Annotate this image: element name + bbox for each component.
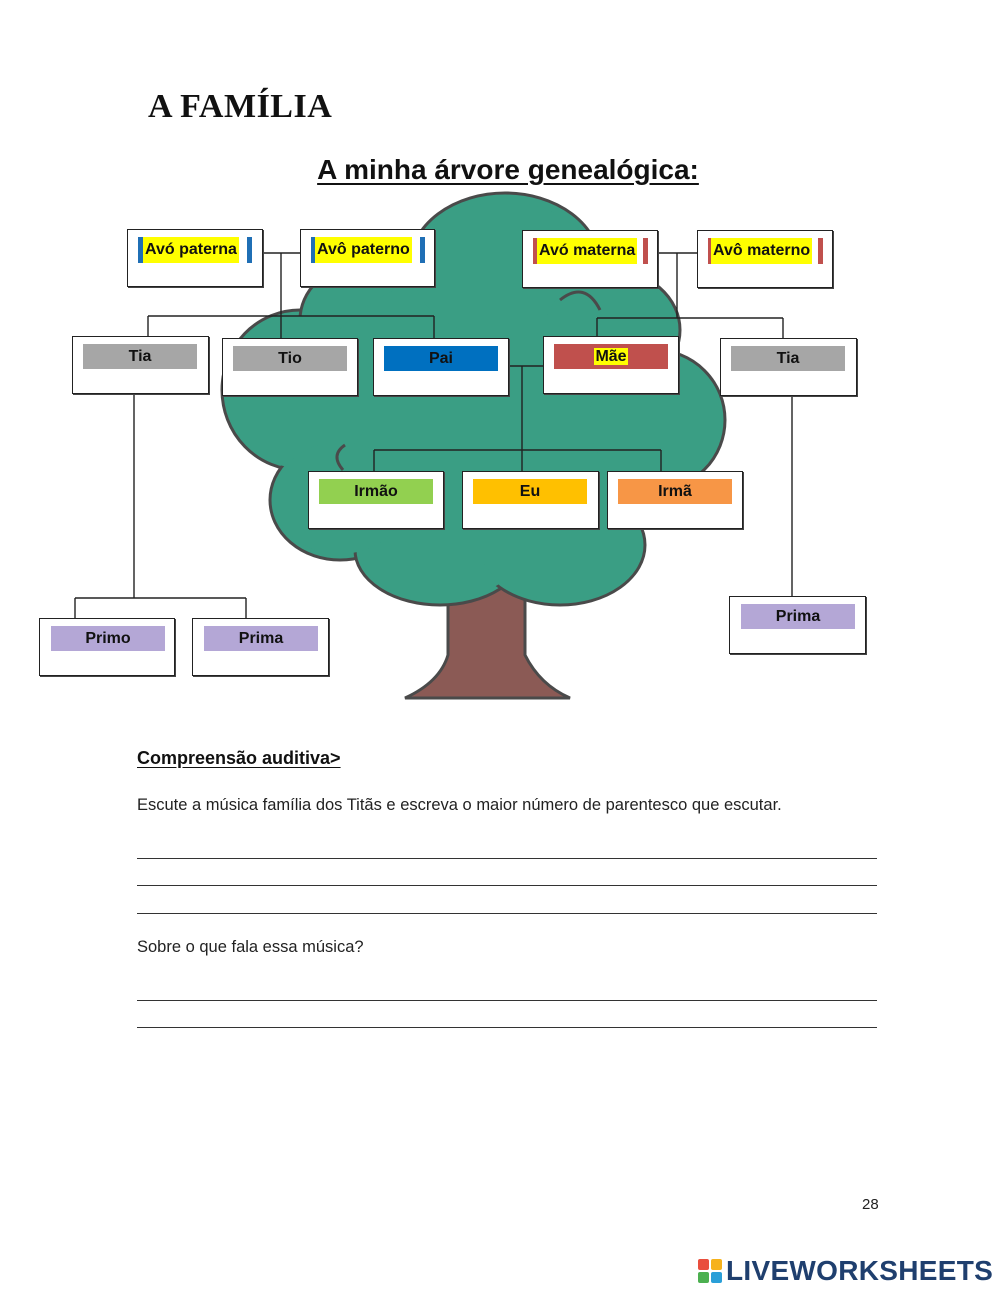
answer-line[interactable] xyxy=(137,858,877,859)
relative-label: Prima xyxy=(741,604,855,629)
grandparent-box-avo-paterna: Avó paterna xyxy=(127,229,263,287)
liveworksheets-logo: LIVEWORKSHEETS xyxy=(698,1255,994,1286)
relative-label: Eu xyxy=(473,479,587,504)
answer-line[interactable] xyxy=(137,885,877,886)
relative-label: Primo xyxy=(51,626,165,651)
tree-trunk xyxy=(404,583,571,700)
relative-label: Mãe xyxy=(594,348,628,365)
section-heading: Compreensão auditiva> xyxy=(137,748,341,768)
grandparent-box-avo-materna: Avó materna xyxy=(522,230,658,288)
family-tree-subtitle: A minha árvore genealógica: xyxy=(317,154,699,185)
grandparent-bar xyxy=(533,238,538,264)
relative-box-pai: Pai xyxy=(373,338,509,396)
tree-connectors xyxy=(74,252,793,618)
answer-line[interactable] xyxy=(137,913,877,914)
relative-label: Irmã xyxy=(618,479,732,504)
answer-line[interactable] xyxy=(137,1027,877,1028)
grandparent-bar xyxy=(818,238,823,264)
relative-label: Pai xyxy=(384,346,498,371)
relative-box-tia-right: Tia xyxy=(720,338,857,396)
logo-cell xyxy=(711,1272,722,1283)
grandparent-label: Avô materno xyxy=(711,238,813,264)
grandparent-bar xyxy=(708,238,713,264)
tree-curls xyxy=(335,290,602,471)
relative-label: Tia xyxy=(83,344,197,369)
grandparent-box-avo-paterno: Avô paterno xyxy=(300,229,435,287)
relative-box-mae: Mãe xyxy=(543,336,679,394)
logo-cell xyxy=(711,1259,722,1270)
grandparent-label: Avô paterno xyxy=(315,237,412,263)
grandparent-bar xyxy=(643,238,648,264)
grandparent-bar xyxy=(420,237,425,263)
grandparent-label: Avó materna xyxy=(537,238,638,264)
brand-name: LIVEWORKSHEETS xyxy=(726,1255,994,1286)
grandparent-box-avo-materno: Avô materno xyxy=(697,230,833,288)
logo-cell xyxy=(698,1259,709,1270)
logo-cell xyxy=(698,1272,709,1283)
page-title: A FAMÍLIA xyxy=(148,88,333,125)
logo-mark-icon xyxy=(698,1259,722,1283)
grandparent-bar xyxy=(247,237,252,263)
relative-box-tia-left: Tia xyxy=(72,336,209,394)
relative-box-prima-left: Prima xyxy=(192,618,329,676)
grandparent-bar xyxy=(311,237,316,263)
relative-box-eu: Eu xyxy=(462,471,599,529)
relative-label: Tia xyxy=(731,346,845,371)
relative-box-irma: Irmã xyxy=(607,471,743,529)
question-text: Sobre o que fala essa música? xyxy=(137,938,364,956)
relative-box-prima-right: Prima xyxy=(729,596,866,654)
page-number: 28 xyxy=(862,1196,879,1213)
grandparent-bar xyxy=(138,237,143,263)
relative-label: Irmão xyxy=(319,479,433,504)
relative-box-primo: Primo xyxy=(39,618,175,676)
grandparent-label: Avó paterna xyxy=(143,237,239,263)
relative-box-tio: Tio xyxy=(222,338,358,396)
answer-line[interactable] xyxy=(137,1000,877,1001)
relative-box-irmao: Irmão xyxy=(308,471,444,529)
relative-label: Tio xyxy=(233,346,347,371)
relative-label-bg: Mãe xyxy=(554,344,668,369)
relative-label: Prima xyxy=(204,626,318,651)
instruction-text: Escute a música família dos Titãs e escr… xyxy=(137,796,782,814)
